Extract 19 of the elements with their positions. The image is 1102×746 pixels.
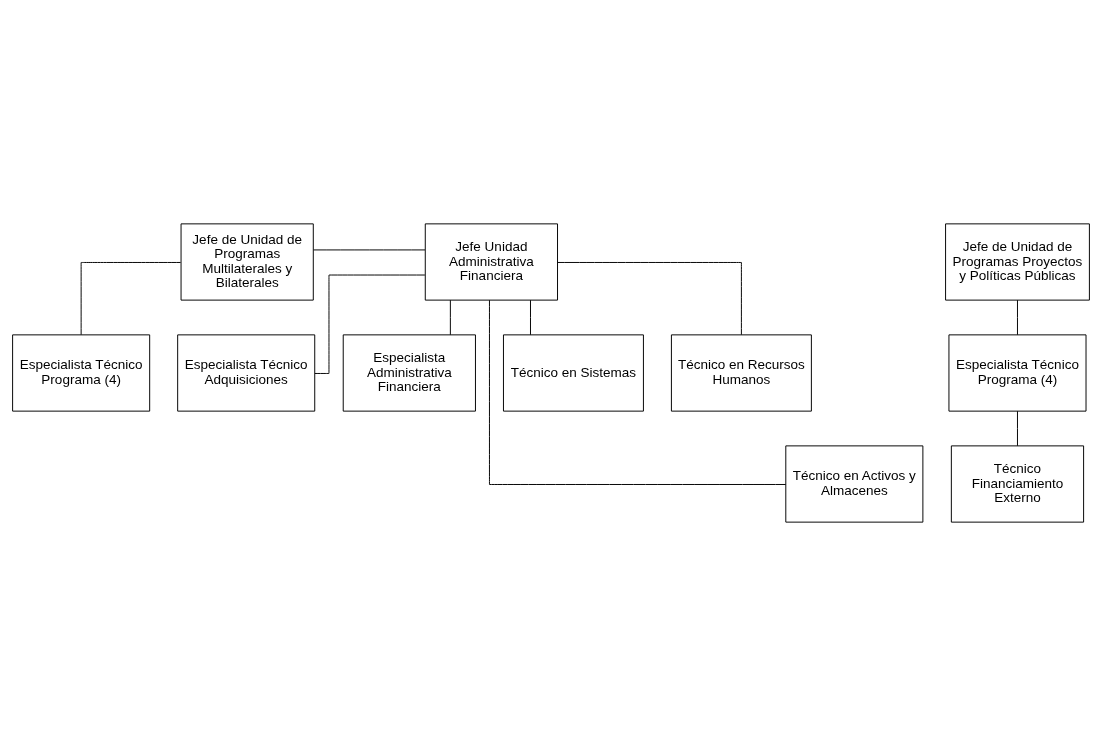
- connector: [488, 299, 787, 485]
- node-box: Técnico Financiamiento Externo: [950, 445, 1085, 523]
- node-box: Técnico en Activos y Almacenes: [785, 445, 924, 523]
- connector: [449, 299, 451, 336]
- connector: [530, 299, 531, 336]
- node-box: Técnico en Sistemas: [502, 334, 644, 412]
- node-box: Jefe de Unidad de Programas Multilaterales y Bilaterales: [180, 223, 314, 301]
- node-box: Jefe Unidad Administrativa Financiera: [424, 223, 558, 301]
- node-box: Especialista Técnico Programa (4): [948, 334, 1087, 412]
- node-box: Especialista Administrativa Financiera: [342, 334, 476, 412]
- connector: [80, 262, 182, 336]
- connector: [557, 262, 742, 336]
- node-box: Especialista Técnico Programa (4): [12, 334, 151, 412]
- connector: [1017, 410, 1018, 447]
- connector: [313, 249, 426, 251]
- node-box: Especialista Técnico Adquisiciones: [177, 334, 316, 412]
- node-box: Jefe de Unidad de Programas Proyectos y Políticas Públicas: [945, 223, 1090, 301]
- node-box: Técnico en Recursos Humanos: [670, 334, 812, 412]
- connector: [1017, 299, 1018, 336]
